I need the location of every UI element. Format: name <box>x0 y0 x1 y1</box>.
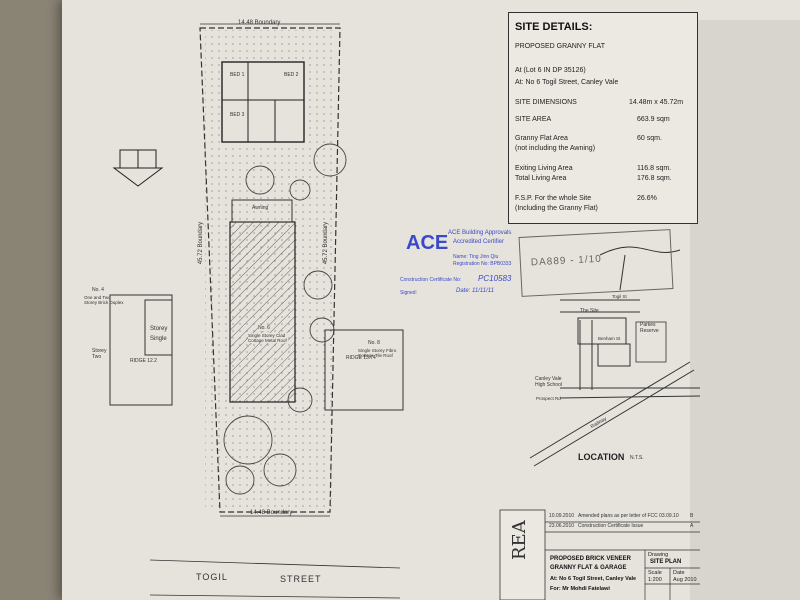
bottom-boundary-label: 14.48 Boundary <box>250 510 293 516</box>
signed-label: Signed: <box>400 290 417 296</box>
date-label: Date <box>673 570 685 576</box>
scale-label: Scale <box>648 570 662 576</box>
sign-date: Date: 11/11/11 <box>456 288 495 294</box>
rev-b-date: 10.09.2010 <box>549 513 575 519</box>
right-boundary-label: 45.72 Boundary <box>323 221 330 265</box>
ridge-right-label: RIDGE 13.74 <box>346 355 376 361</box>
rev-a-text: Construction Certificate Issue <box>578 523 644 529</box>
awning-label: Awning <box>252 205 269 211</box>
school-label: Canley Vale High School <box>535 376 562 388</box>
granny-flat <box>221 61 305 143</box>
no8-desc: Single Storey Fibro Cottage Tile Roof <box>358 348 397 358</box>
title-line1: PROPOSED BRICK VENEER <box>550 556 632 562</box>
togil-label: Togil St <box>612 294 627 299</box>
location-map <box>529 246 701 467</box>
prospect-label: Prospect Rd <box>536 396 561 401</box>
drawing-value: SITE PLAN <box>650 559 682 565</box>
site-area-label: SITE AREA <box>515 116 552 123</box>
certifier-reg: Registration No: BPB0333 <box>453 261 512 267</box>
bed1-label: BED 1 <box>230 72 245 78</box>
rev-a-code: A <box>690 523 694 529</box>
existing-area-value: 116.8 sqm. <box>637 165 672 172</box>
dimensions-label: SITE DIMENSIONS <box>515 99 577 106</box>
granny-area-value: 60 sqm. <box>637 135 662 142</box>
top-boundary-label: 14.48 Boundary <box>238 20 281 26</box>
granny-area-sub: (not including the Awning) <box>515 145 596 152</box>
lot-text: At (Lot 6 IN DP 35126) <box>515 67 586 74</box>
fsp-label: F.S.P. For the whole Site <box>515 195 592 202</box>
dimensions-value: 14.48m x 45.72m <box>629 99 684 106</box>
certifier-line1: ACE Building Approvals <box>448 230 512 236</box>
ridge-left-label: RIDGE 12.2 <box>130 358 157 364</box>
da-stamp-text: DA889 - 1/10 <box>530 253 603 269</box>
the-site-label: The Site <box>580 308 599 314</box>
storey-label: Storey <box>150 326 168 332</box>
no4-label: No. 4 <box>92 287 104 293</box>
cc-label: Construction Certificate No: <box>400 277 462 283</box>
location-label: LOCATION <box>578 452 625 462</box>
no8-label: No. 8 <box>368 340 380 346</box>
fsp-value: 26.6% <box>637 195 657 202</box>
address-text: At: No 6 Togil Street, Canley Vale <box>515 79 619 86</box>
total-area-value: 176.8 sqm. <box>637 175 672 182</box>
title-line2: GRANNY FLAT & GARAGE <box>550 565 627 571</box>
site-details-box: SITE DETAILS: PROPOSED GRANNY FLAT At (L… <box>508 12 698 224</box>
existing-house <box>229 221 296 403</box>
site-area-value: 663.9 sqm <box>637 116 670 123</box>
date-value: Aug 2010 <box>673 577 697 583</box>
single-label: Single <box>150 336 167 342</box>
granny-area-label: Granny Flat Area <box>515 135 568 142</box>
ace-logo: ACE <box>406 232 449 254</box>
nts-label: N.T.S. <box>630 455 644 461</box>
total-area-label: Total Living Area <box>515 175 567 182</box>
rev-b-code: B <box>690 513 694 519</box>
title-line4: For: Mr Mohdi Fatelawi <box>550 586 610 592</box>
fsp-sub: (Including the Granny Flat) <box>515 205 598 212</box>
benham-label: Benham St <box>598 336 621 341</box>
underlying-sheet <box>690 20 800 600</box>
title-line3: At: No 6 Togil Street, Canley Vale <box>550 576 637 582</box>
rev-b-text: Amended plans as per letter of FCC 03.09… <box>578 513 679 519</box>
storey-two-label: Storey Two <box>92 348 107 360</box>
scale-value: 1:200 <box>648 577 662 583</box>
bed3-label: BED 3 <box>230 112 245 118</box>
rev-a-date: 23.06.2010 <box>549 523 575 529</box>
firm-logo-block <box>499 509 546 600</box>
street-name-1: TOGIL <box>196 572 228 582</box>
da-stamp: DA889 - 1/10 <box>518 229 674 297</box>
project-name: PROPOSED GRANNY FLAT <box>515 43 605 50</box>
cc-value: PC10583 <box>478 274 512 283</box>
no6-label: No. 6 <box>258 325 270 331</box>
certifier-line2: Accredited Certifier <box>453 239 505 245</box>
parkes-label: Parkes Reserve <box>640 322 659 334</box>
street-name-2: STREET <box>280 574 322 584</box>
no6-desc: Single Storey Clad Cottage Metal Roof <box>248 333 288 343</box>
certifier-name: Name: Ting Jinn Qiu <box>453 254 499 260</box>
site-details-title: SITE DETAILS: <box>515 21 593 33</box>
north-arrow-icon <box>112 149 164 187</box>
drawing-label: Drawing <box>648 552 669 558</box>
certifier-stamp: ACE ACE Building Approvals Accredited Ce… <box>398 222 528 302</box>
existing-area-label: Exiting Living Area <box>515 165 573 172</box>
firm-logo: REA <box>509 519 530 560</box>
no4-desc: One and Two Storey Brick Duplex <box>84 295 124 305</box>
bed2-label: BED 2 <box>284 72 299 78</box>
left-boundary-label: 45.72 Boundary <box>198 221 205 265</box>
